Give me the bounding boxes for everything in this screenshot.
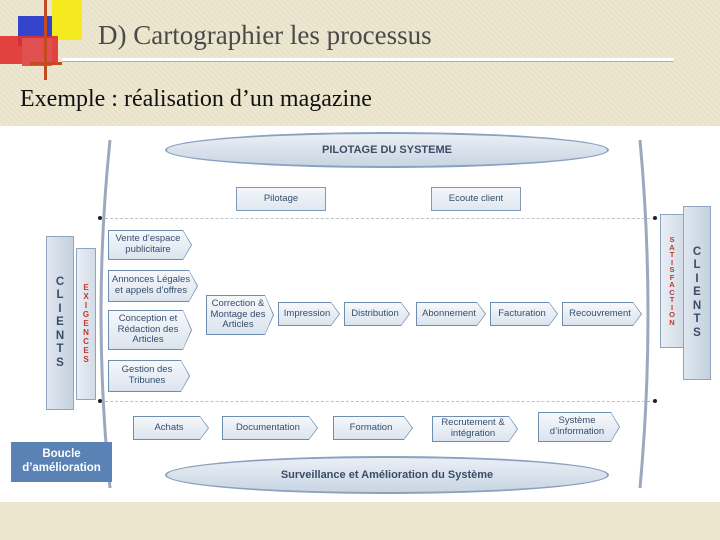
process-achats: Achats xyxy=(133,416,209,440)
process-impression: Impression xyxy=(278,302,340,326)
separator-dot xyxy=(98,216,102,220)
satisfaction-letter: C xyxy=(669,287,675,297)
process-facturation: Facturation xyxy=(490,302,558,326)
left-clients-letter: E xyxy=(56,316,64,329)
exigences-letter: S xyxy=(83,355,89,364)
separator-dot xyxy=(653,399,657,403)
process-ecoute-client: Ecoute client xyxy=(431,187,521,211)
process-map-diagram: PILOTAGE DU SYSTEME Pilotage Ecoute clie… xyxy=(0,126,720,502)
process-gestion-tribunes: Gestion des Tribunes xyxy=(108,360,190,392)
exigences-letter: E xyxy=(83,346,89,355)
satisfaction-letter: S xyxy=(669,235,675,244)
process-pilotage: Pilotage xyxy=(236,187,326,211)
exigences-letter: I xyxy=(84,301,88,310)
right-clients-letter: I xyxy=(695,272,699,285)
exigences-letter: E xyxy=(83,319,89,328)
left-clients-letter: N xyxy=(55,329,65,342)
left-clients-letter: L xyxy=(56,289,64,302)
slide-footer-strip xyxy=(0,502,720,540)
process-annonces-legales: Annonces Légales et appels d’offres xyxy=(108,270,198,302)
left-clients-letter: I xyxy=(58,302,62,315)
left-clients-letter: T xyxy=(56,343,64,356)
slide-subtitle: Exemple : réalisation d’un magazine xyxy=(20,86,372,112)
exigences-letter: N xyxy=(83,328,89,337)
satisfaction-letter: T xyxy=(669,250,675,259)
exigences-letter: X xyxy=(83,292,89,301)
satisfaction-letter: S xyxy=(669,265,675,274)
process-conception-redaction: Conception et Rédaction des Articles xyxy=(108,310,192,350)
satisfaction-letter: T xyxy=(669,295,675,304)
satisfaction-letter: A xyxy=(669,280,675,289)
right-clients-letter: E xyxy=(693,286,701,299)
lower-dashed-separator xyxy=(100,401,655,402)
satisfaction-letter: I xyxy=(670,302,674,312)
title-underline xyxy=(62,58,674,61)
satisfaction-letter: N xyxy=(669,317,675,327)
process-recouvrement: Recouvrement xyxy=(562,302,642,326)
left-clients-letter: S xyxy=(56,356,64,369)
process-distribution: Distribution xyxy=(344,302,410,326)
left-clients-letter: C xyxy=(55,275,65,288)
upper-dashed-separator xyxy=(100,218,655,219)
right-clients-letter: T xyxy=(693,313,701,326)
satisfaction-letter: A xyxy=(669,242,675,252)
satisfaction-letter: F xyxy=(669,272,675,282)
exigences-letter: C xyxy=(83,337,89,346)
pilotage-banner: PILOTAGE DU SYSTEME xyxy=(165,132,609,168)
process-systeme-information: Système d’information xyxy=(538,412,620,442)
process-formation: Formation xyxy=(333,416,413,440)
process-recrutement: Recrutement & intégration xyxy=(432,416,518,442)
right-clients-letter: N xyxy=(692,299,702,312)
slide-title: D) Cartographier les processus xyxy=(98,20,432,50)
satisfaction-letter: I xyxy=(670,257,674,267)
process-vente-espace-publicitaire: Vente d’espace publicitaire xyxy=(108,230,192,260)
right-clients-letter: L xyxy=(693,259,701,272)
satisfaction-letter: O xyxy=(669,310,675,319)
exigences-letter: E xyxy=(83,283,89,292)
process-abonnement: Abonnement xyxy=(416,302,486,326)
boucle-amelioration-label: Boucle d’amélioration xyxy=(11,442,112,482)
separator-dot xyxy=(98,399,102,403)
exigences-letter: G xyxy=(82,310,90,319)
process-documentation: Documentation xyxy=(222,416,318,440)
separator-dot xyxy=(653,216,657,220)
right-clients-letter: C xyxy=(692,245,702,258)
right-clients-letter: S xyxy=(693,326,701,339)
surveillance-banner: Surveillance et Amélioration du Système xyxy=(165,456,609,494)
process-correction-montage: Correction & Montage des Articles xyxy=(206,295,274,335)
